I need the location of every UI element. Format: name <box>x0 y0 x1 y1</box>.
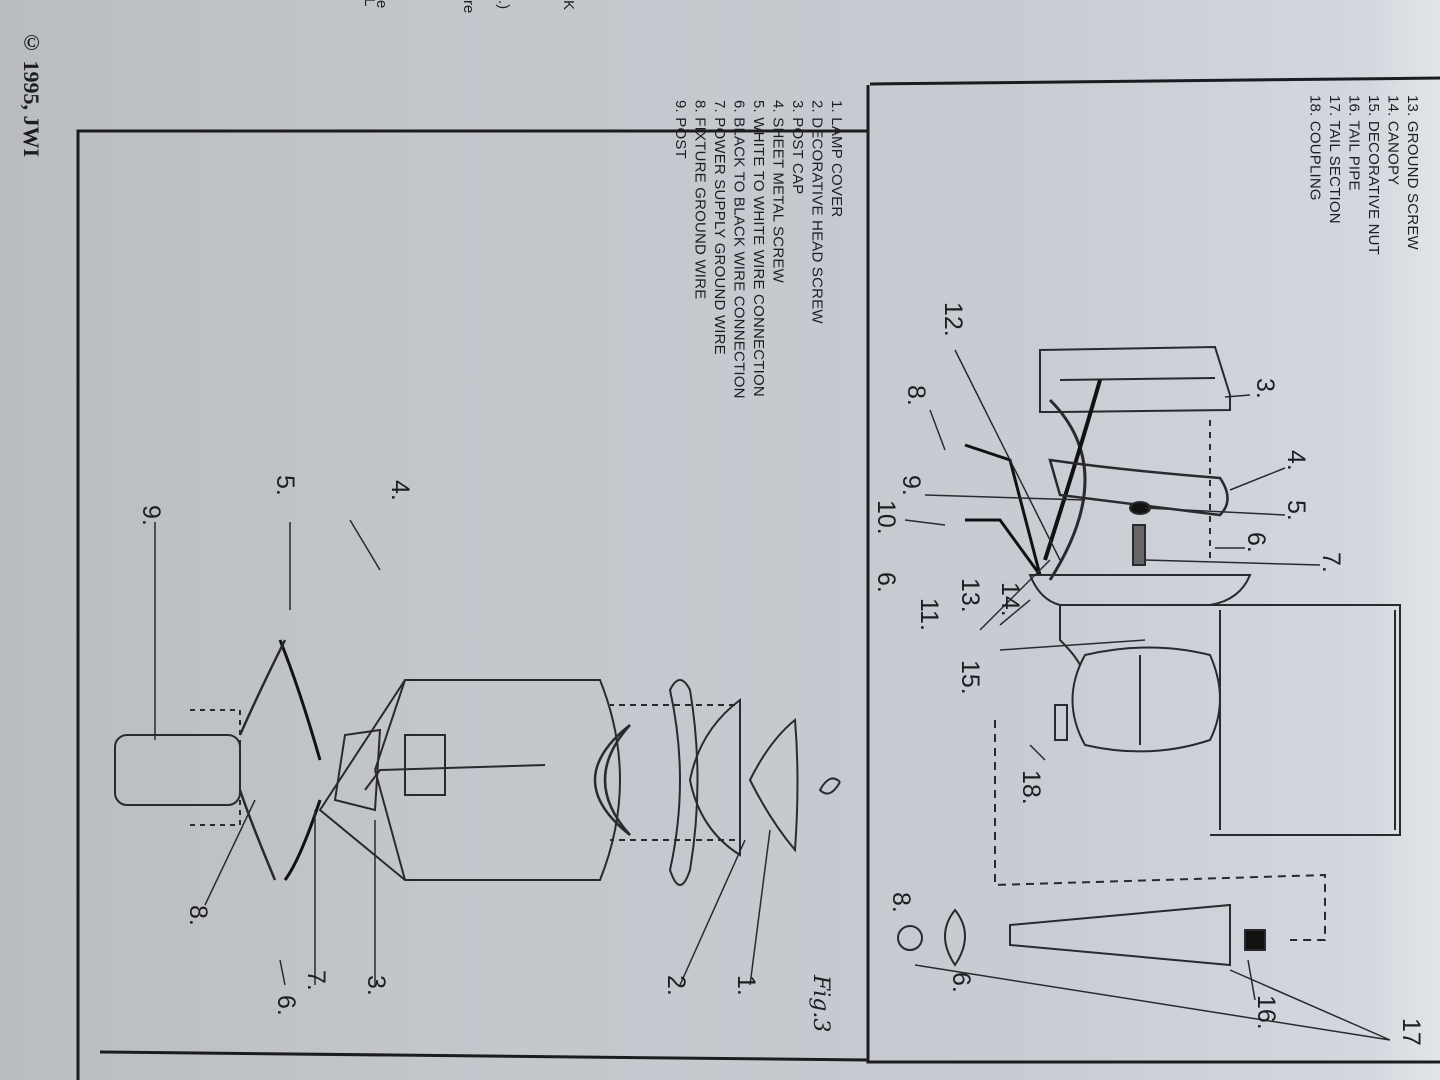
lower-parts-list: 1. LAMP COVER 2. DECORATIVE HEAD SCREW 3… <box>671 100 847 399</box>
callout-1: 1. <box>732 975 760 996</box>
callout-5: 5. <box>271 475 299 496</box>
list-item: 8. FIXTURE GROUND WIRE <box>691 100 709 300</box>
callout-leader-lines <box>154 349 1391 1041</box>
list-item: 4. SHEET METAL SCREW <box>769 100 787 283</box>
list-item: 15. DECORATIVE NUT <box>1365 95 1382 256</box>
callout-6: 6. <box>272 995 300 1016</box>
edge-text-fragment: e <box>373 0 390 9</box>
list-item: 7. POWER SUPPLY GROUND WIRE <box>711 100 728 355</box>
callout-4: 4. <box>386 480 414 501</box>
callout-6: 6. <box>947 972 975 993</box>
callout-11: 11. <box>915 598 943 631</box>
callout-6: 6. <box>872 572 900 593</box>
callout-16: 16. <box>1252 995 1280 1030</box>
callout-13: 13. <box>956 578 984 613</box>
callout-14: 14. <box>996 582 1024 617</box>
callout-12: 12. <box>939 302 967 337</box>
list-item: 14. CANOPY <box>1384 95 1402 186</box>
callout-8: 8. <box>887 892 915 913</box>
callout-8: 8. <box>902 385 930 406</box>
callout-8: 8. <box>184 905 212 926</box>
list-item: 17. TAIL SECTION <box>1326 95 1343 224</box>
callout-10: 10. <box>872 500 900 535</box>
list-item: 3. POST CAP <box>789 100 806 195</box>
upper-parts-list: 13. GROUND SCREW 14. CANOPY 15. DECORATI… <box>1305 95 1422 255</box>
list-item: 2. DECORATIVE HEAD SCREW <box>808 100 826 324</box>
edge-text-fragment: K <box>560 0 577 11</box>
callout-9: 9. <box>897 475 925 496</box>
callout-5: 5. <box>1282 500 1310 521</box>
list-item: 18. COUPLING <box>1306 95 1324 201</box>
callout-17: 17 <box>1397 1018 1425 1046</box>
list-item: 13. GROUND SCREW <box>1404 95 1421 250</box>
callout-3: 3. <box>1251 378 1279 399</box>
edge-text-fragment: L <box>361 0 378 7</box>
callout-7: 7. <box>1317 552 1345 573</box>
copyright-notice: © 1995, JWI <box>19 30 44 158</box>
edge-text-fragment: .) <box>495 0 512 10</box>
lower-panel-bottom-border <box>99 1050 869 1062</box>
callout-2: 2. <box>662 975 690 996</box>
callout-9: 9. <box>137 505 165 526</box>
edge-text-fragment: re <box>460 0 477 14</box>
lower-assembly-drawing <box>114 639 841 886</box>
callout-6: 6. <box>1242 532 1270 553</box>
callout-4: 4. <box>1282 450 1310 471</box>
figure-frames <box>76 76 1440 1080</box>
upper-panel-border <box>866 85 1440 1064</box>
lower-panel-border <box>76 129 868 1080</box>
figure-label: Fig.3 <box>808 975 833 1033</box>
list-item: 9. POST <box>672 100 689 159</box>
callout-3: 3. <box>362 975 390 996</box>
callout-7: 7. <box>302 970 330 991</box>
list-item: 6. BLACK TO BLACK WIRE CONNECTION <box>730 100 748 399</box>
list-item: 5. WHITE TO WHITE WIRE CONNECTION <box>750 100 767 397</box>
list-item: 16. TAIL PIPE <box>1345 95 1363 191</box>
list-item: 1. LAMP COVER <box>828 100 845 218</box>
upper-panel-top-border <box>869 76 1440 86</box>
callout-18: 18. <box>1017 770 1045 805</box>
callout-15: 15. <box>956 660 984 695</box>
upper-assembly-drawing <box>897 345 1401 967</box>
